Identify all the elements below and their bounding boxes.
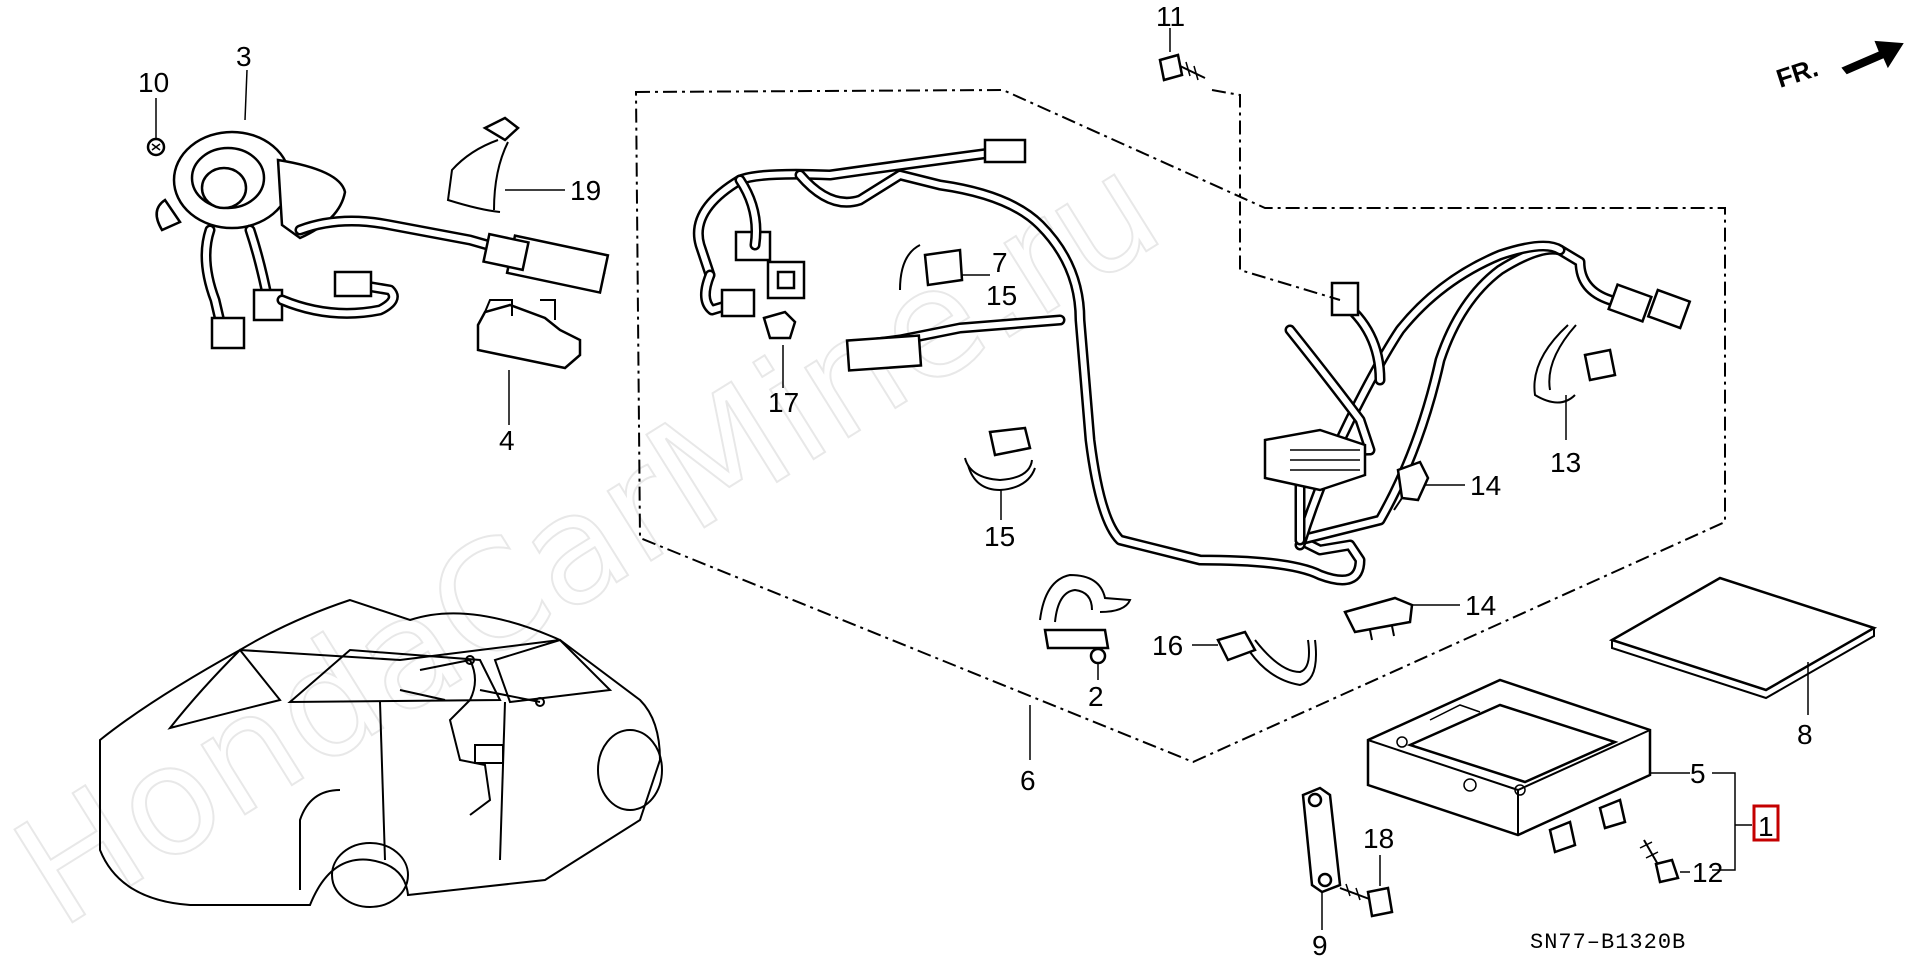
callout-14-lower: 14 — [1465, 590, 1496, 621]
srs-unit-part-5[interactable] — [1366, 678, 1652, 854]
callout-9: 9 — [1312, 930, 1328, 959]
clip-part-19[interactable] — [446, 116, 520, 213]
callout-17: 17 — [768, 387, 799, 418]
group-bracket — [1712, 772, 1752, 871]
callout-8: 8 — [1797, 719, 1813, 750]
direction-label: FR. — [1773, 52, 1822, 93]
forward-arrow-icon — [1841, 40, 1904, 75]
callout-11: 11 — [1156, 1, 1185, 32]
clamp-part-2[interactable] — [1039, 573, 1132, 665]
diagram-code: SN77–B1320B — [1530, 930, 1686, 955]
harness-part-6[interactable] — [692, 138, 1692, 586]
clip-part-14-upper[interactable] — [1393, 460, 1430, 511]
bracket-part-9[interactable] — [1301, 786, 1342, 894]
callout-5: 5 — [1690, 758, 1706, 789]
callout-12: 12 — [1692, 857, 1723, 888]
bolt-11-leader — [1211, 89, 1341, 301]
callout-4: 4 — [499, 425, 515, 456]
harness-group-outline — [634, 88, 1726, 764]
callout-2: 2 — [1088, 681, 1104, 712]
assembly-highlight-box — [1752, 804, 1780, 842]
clamp-part-16[interactable] — [1216, 630, 1317, 687]
connector-part-7[interactable] — [899, 244, 964, 291]
callout-15-lower: 15 — [984, 521, 1015, 552]
clip-part-14-lower[interactable] — [1343, 596, 1414, 641]
callout-18: 18 — [1363, 823, 1394, 854]
callout-16: 16 — [1152, 630, 1183, 661]
callout-1: 1 — [1758, 811, 1774, 842]
callout-15-upper: 15 — [986, 280, 1017, 311]
cable-reel-part-3[interactable] — [155, 130, 610, 350]
callout-3: 3 — [236, 41, 252, 72]
clamp-part-15[interactable] — [964, 426, 1036, 492]
bolt-part-12[interactable] — [1639, 839, 1680, 884]
callout-13: 13 — [1550, 447, 1581, 478]
callout-19: 19 — [570, 175, 601, 206]
clamp-part-13[interactable] — [1533, 324, 1617, 404]
callout-7: 7 — [992, 247, 1008, 278]
bolt-part-18[interactable] — [1339, 883, 1394, 918]
direction-indicator: FR. — [1773, 40, 1904, 94]
vehicle-location-view — [99, 598, 663, 908]
pad-part-8[interactable] — [1608, 576, 1878, 700]
callout-14-upper: 14 — [1470, 470, 1501, 501]
callout-10: 10 — [138, 67, 169, 98]
screw-part-10[interactable] — [146, 137, 166, 157]
bolt-part-11[interactable] — [1158, 53, 1206, 82]
clip-part-17[interactable] — [762, 260, 806, 340]
bracket-part-4[interactable] — [476, 299, 582, 370]
callout-6: 6 — [1020, 765, 1036, 796]
